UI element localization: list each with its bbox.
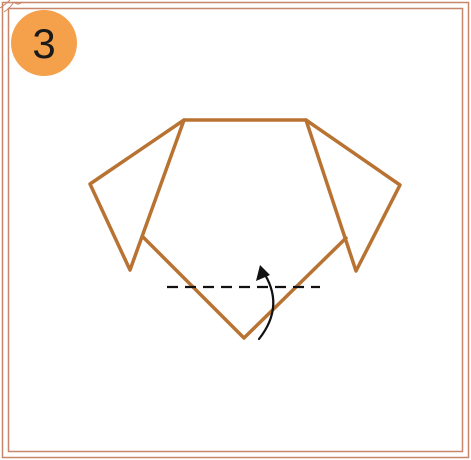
paper-shape [90,120,400,338]
fold-arrow-shaft [259,270,273,339]
right-ear-flap [306,120,400,271]
left-ear-flap [90,120,184,270]
outer-frame-line [3,3,469,458]
inner-frame-line [9,9,463,452]
step-badge [11,10,77,76]
curved-arrow-up-icon [256,265,273,339]
